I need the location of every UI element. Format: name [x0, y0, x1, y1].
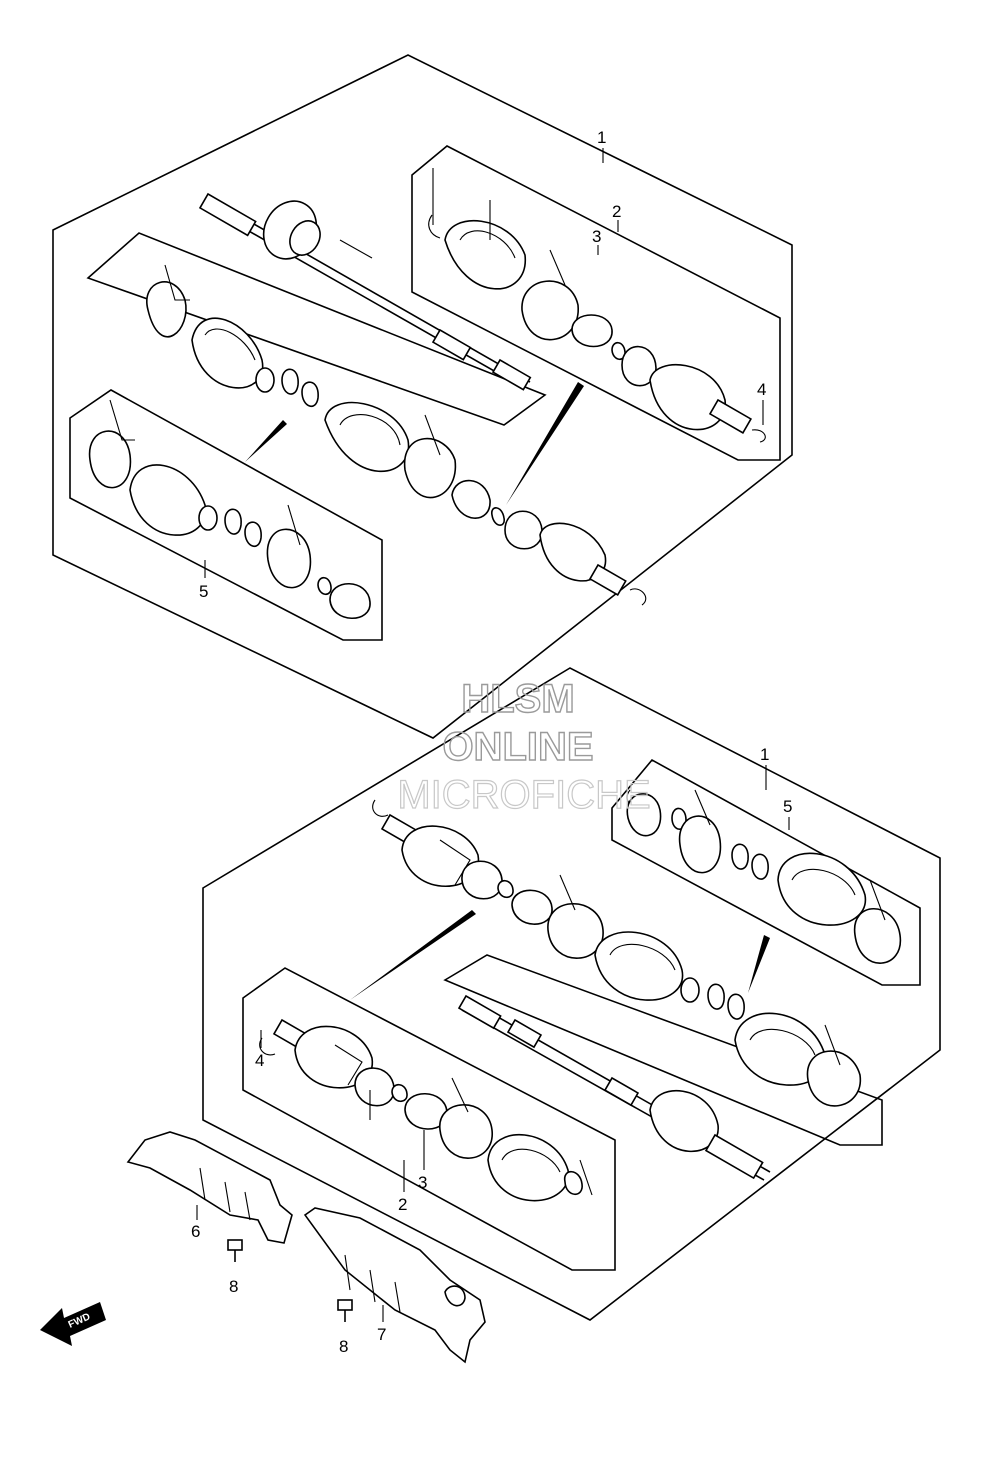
upper-assembly-frame	[52, 54, 793, 739]
lower-label-boot-set: 5	[783, 797, 792, 816]
upper-shaft-boots	[146, 264, 319, 408]
upper-label-joint-inner: 3	[592, 227, 601, 246]
upper-pointer-right	[506, 382, 584, 505]
watermark-line2: ONLINE	[442, 725, 593, 769]
lower-boot-set-parts	[626, 789, 901, 964]
upper-boot-set-box	[69, 389, 383, 641]
lower-shaft-box	[443, 954, 883, 1146]
bolt-left	[227, 1239, 243, 1262]
upper-label-boot-set: 5	[199, 582, 208, 601]
upper-shaft-box	[86, 232, 547, 426]
lower-inner-joint-parts	[372, 799, 745, 1020]
watermark: HLSM ONLINE MICROFICHE	[397, 676, 652, 817]
lower-pointer-right	[748, 935, 770, 993]
lower-label-shaft-assy: 1	[760, 745, 769, 764]
lower-outer-joint-parts	[259, 1018, 593, 1202]
fwd-arrow-icon: FWD	[40, 1302, 106, 1346]
lower-pointer-left	[350, 910, 476, 1000]
lower-drive-shaft	[457, 994, 771, 1181]
lower-label-outer-joint-set: 2	[398, 1195, 407, 1214]
lower-outer-joint-box	[242, 967, 616, 1271]
label-guard-left: 6	[191, 1222, 200, 1241]
lower-assembly-frame	[202, 667, 941, 1321]
upper-outer-joint-box	[411, 145, 781, 461]
upper-label-outer-joint-set: 2	[612, 202, 621, 221]
guards: 6 8 7 8	[126, 1131, 486, 1364]
lower-assembly: 1 5 4 3 2	[202, 667, 941, 1321]
watermark-line3: MICROFICHE	[397, 773, 650, 817]
label-bolt-left: 8	[229, 1277, 238, 1296]
upper-boot-set-parts	[88, 399, 371, 620]
lower-boot-set-box	[611, 758, 921, 986]
lower-label-joint-inner: 3	[418, 1173, 427, 1192]
label-guard-right: 7	[377, 1325, 386, 1344]
upper-drive-shaft	[198, 192, 532, 391]
bolt-right	[337, 1299, 353, 1322]
lower-shaft-boots	[734, 1012, 861, 1107]
upper-center-boot	[324, 401, 647, 606]
watermark-line1: HLSM	[461, 677, 574, 721]
upper-label-shaft-assy: 1	[597, 128, 606, 147]
upper-assembly: 1 2 3 4 5	[52, 54, 793, 739]
lower-label-circlip: 4	[255, 1051, 264, 1070]
upper-label-circlip: 4	[757, 380, 766, 399]
guard-left	[126, 1131, 293, 1244]
upper-outer-joint-parts	[428, 214, 766, 443]
upper-pointer-left	[245, 420, 287, 462]
label-bolt-right: 8	[339, 1337, 348, 1356]
